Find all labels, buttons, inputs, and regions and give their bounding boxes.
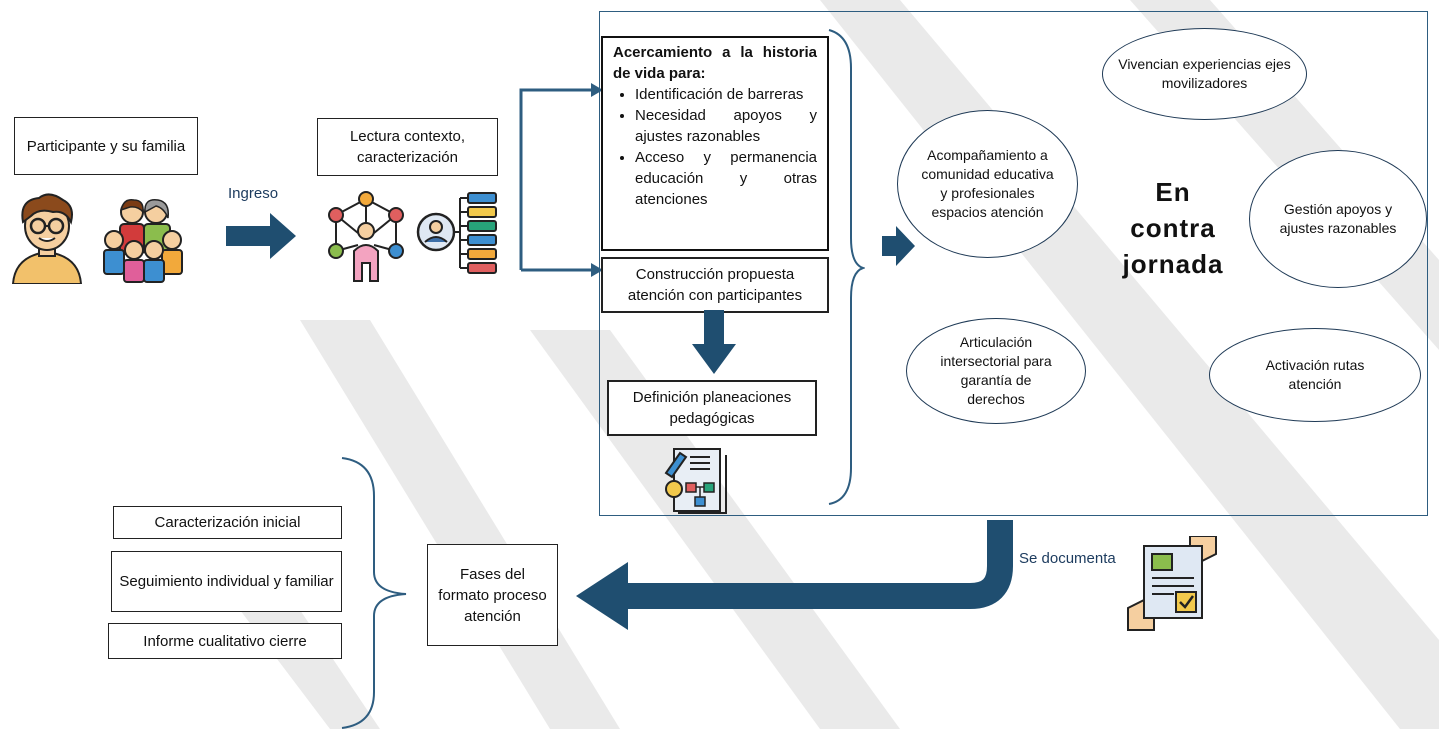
- context-box: Lectura contexto, caracterización: [317, 118, 498, 176]
- ellipse-articulacion: Articulación intersectorial para garantí…: [906, 318, 1086, 424]
- org-chart-icon: [416, 192, 497, 274]
- participant-box: Participante y su familia: [14, 117, 198, 175]
- phase-seguimiento: Seguimiento individual y familiar: [111, 551, 342, 612]
- context-label: Lectura contexto, caracterización: [349, 128, 466, 166]
- list-item: Necesidad apoyos y ajustes razonables: [635, 105, 817, 147]
- definicion-label: Definición planeaciones pedagógicas: [632, 389, 792, 427]
- branch-connector: [519, 83, 603, 277]
- down-arrow: [692, 310, 736, 374]
- construccion-box: Construcción propuesta atención con part…: [601, 257, 829, 313]
- ellipse-activacion: Activación rutas atención: [1209, 328, 1421, 422]
- person-icon: [11, 193, 83, 284]
- documenta-arrow: [576, 520, 1013, 630]
- center-label: En contra jornada: [1122, 177, 1224, 279]
- panel-brace: [828, 29, 865, 505]
- panel-arrow: [882, 226, 915, 266]
- planning-document-icon: [664, 448, 727, 514]
- acercamiento-box: Acercamiento a la historia de vida para:…: [601, 36, 829, 251]
- ingreso-label: Ingreso: [228, 185, 279, 202]
- phases-brace: [341, 457, 407, 729]
- fases-label: Fases del formato proceso atención: [438, 565, 547, 625]
- acercamiento-list: Identificación de barreras Necesidad apo…: [613, 84, 817, 210]
- ellipse-gestion: Gestión apoyos y ajustes razonables: [1249, 150, 1427, 288]
- fases-box: Fases del formato proceso atención: [427, 544, 558, 646]
- document-handover-icon: [1127, 536, 1217, 631]
- main-panel: [599, 11, 1428, 516]
- acercamiento-title: Acercamiento a la historia de vida para:: [613, 44, 817, 82]
- family-icon: [103, 198, 183, 283]
- ellipse-acompanamiento: Acompañamiento a comunidad educativa y p…: [897, 110, 1078, 258]
- documenta-label: Se documenta: [1019, 550, 1116, 567]
- list-item: Acceso y permanencia educación y otras a…: [635, 147, 817, 210]
- list-item: Identificación de barreras: [635, 84, 817, 105]
- network-icon: [328, 191, 404, 282]
- phase-inicial: Caracterización inicial: [113, 506, 342, 539]
- definicion-box: Definición planeaciones pedagógicas: [607, 380, 817, 436]
- phase-informe: Informe cualitativo cierre: [108, 623, 342, 659]
- participant-label: Participante y su familia: [26, 137, 186, 155]
- ellipse-vivencian: Vivencian experiencias ejes movilizadore…: [1102, 28, 1307, 120]
- construccion-label: Construcción propuesta atención con part…: [627, 266, 803, 304]
- ingreso-arrow: [226, 213, 296, 259]
